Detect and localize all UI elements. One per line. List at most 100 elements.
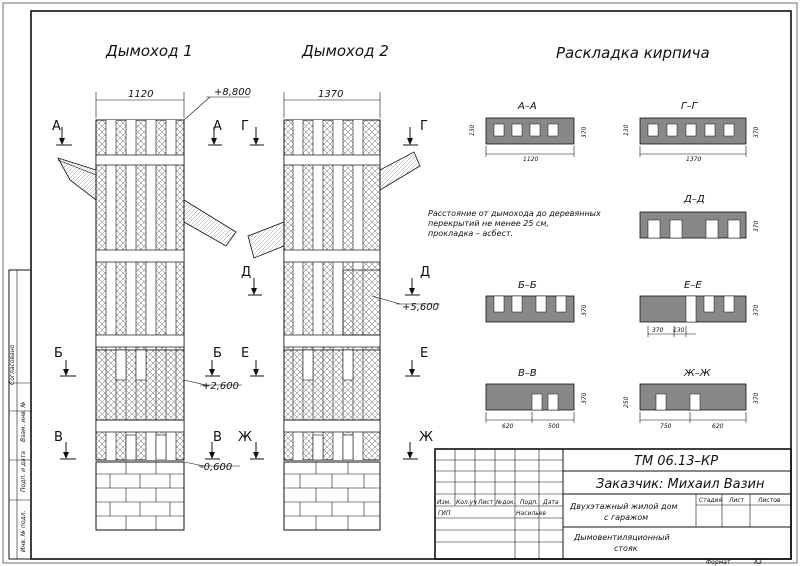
stamp-inv-orig: Инв. № подл. xyxy=(20,511,27,552)
sheet-label: Лист xyxy=(728,497,745,504)
roof-slab-right xyxy=(183,199,237,247)
cut-e-left: Е xyxy=(241,346,264,377)
svg-text:370: 370 xyxy=(581,392,588,404)
svg-text:Б: Б xyxy=(54,346,63,361)
svg-text:Расстояние от дымохода до дере: Расстояние от дымохода до деревянных xyxy=(428,209,601,218)
cut-g-left: Г xyxy=(241,119,264,146)
gip-name: Насильев xyxy=(516,510,546,517)
svg-text:370: 370 xyxy=(652,327,664,334)
svg-text:А: А xyxy=(213,119,222,134)
cut-b-right: Б xyxy=(205,346,222,377)
svg-text:Д: Д xyxy=(241,265,251,280)
cut-zh-right: Ж xyxy=(403,430,433,460)
col-ndok: №док. xyxy=(495,499,516,506)
svg-text:620: 620 xyxy=(712,423,724,430)
svg-text:620: 620 xyxy=(502,423,514,430)
chimney-2: 1370 xyxy=(238,89,440,531)
title-brick-layout: Раскладка кирпича xyxy=(556,44,710,62)
col-izm: Изм. xyxy=(437,499,451,506)
col-koluch: Кол.уч xyxy=(456,499,477,506)
project-line-2: с гаражом xyxy=(604,513,648,522)
svg-text:Б–Б: Б–Б xyxy=(518,280,537,291)
sheet-title-line-2: стояк xyxy=(614,544,638,553)
svg-text:500: 500 xyxy=(548,423,560,430)
svg-text:Д: Д xyxy=(420,265,430,280)
document-code: ТМ 06.13–КР xyxy=(634,454,718,469)
cut-a-right: А xyxy=(208,119,222,146)
elevation-low: +2,600 xyxy=(202,381,239,392)
stamp-inv-sub: Взам. инв. № xyxy=(20,401,27,442)
section-aa: А–А 1120 130 370 xyxy=(469,101,588,163)
chimney-1: 1120 xyxy=(52,87,251,531)
svg-text:перекрытий не менее 25 см,: перекрытий не менее 25 см, xyxy=(428,219,549,228)
cut-zh-left: Ж xyxy=(238,430,264,460)
chimney1-width-dim: 1120 xyxy=(128,89,153,100)
svg-text:130: 130 xyxy=(469,124,476,136)
svg-text:Е: Е xyxy=(420,346,428,361)
sheets-label: Листов xyxy=(757,497,781,504)
svg-text:А: А xyxy=(52,119,61,134)
svg-text:250: 250 xyxy=(623,396,630,408)
format-value: А3 xyxy=(753,559,762,566)
cut-v-left: В xyxy=(54,430,76,460)
svg-text:370: 370 xyxy=(581,126,588,138)
svg-text:Е: Е xyxy=(241,346,249,361)
section-ee: Е–Е 370 130 370 xyxy=(639,280,760,337)
project-line-1: Двухэтажный жилой дом xyxy=(569,502,678,511)
svg-text:370: 370 xyxy=(753,304,760,316)
col-data: Дата xyxy=(542,499,559,506)
svg-text:Е–Е: Е–Е xyxy=(684,280,702,291)
svg-text:Г–Г: Г–Г xyxy=(681,101,699,112)
section-bb: Б–Б 370 xyxy=(485,280,588,323)
svg-text:Ж: Ж xyxy=(419,430,433,445)
col-podp: Подп. xyxy=(520,499,538,506)
svg-text:прокладка – асбест.: прокладка – асбест. xyxy=(428,229,513,238)
stamp-sign-date: Подп. и дата xyxy=(20,451,27,492)
svg-text:Ж–Ж: Ж–Ж xyxy=(683,368,712,379)
svg-text:130: 130 xyxy=(673,327,685,334)
elevation-top: +8,800 xyxy=(214,87,251,98)
sheet-title-line-1: Дымовентиляционный xyxy=(573,533,670,542)
gip-label: ГИП xyxy=(438,510,451,517)
roof-slab-chimney2-right xyxy=(379,151,421,191)
cut-a-left: А xyxy=(52,119,72,146)
chimney2-width-dim: 1370 xyxy=(318,89,343,100)
clearance-note: Расстояние от дымохода до деревянных пер… xyxy=(428,209,601,238)
chimney1-brick-base xyxy=(95,461,185,531)
svg-text:750: 750 xyxy=(660,423,672,430)
svg-text:А–А: А–А xyxy=(517,101,537,112)
svg-text:Г: Г xyxy=(420,119,428,134)
col-list: Лист xyxy=(477,499,494,506)
svg-text:1370: 1370 xyxy=(686,156,701,163)
svg-text:370: 370 xyxy=(753,220,760,232)
svg-text:В–В: В–В xyxy=(518,368,537,379)
customer-name: Заказчик: Михаил Вазин xyxy=(596,477,765,492)
cut-e-right: Е xyxy=(405,346,428,377)
section-dd: Д–Д 370 xyxy=(639,194,760,239)
svg-text:370: 370 xyxy=(753,392,760,404)
elevation-mid: +5,600 xyxy=(402,302,439,313)
title-block: Изм. Кол.уч Лист №док. Подп. Дата ГИП На… xyxy=(434,448,792,560)
cut-g-right: Г xyxy=(403,119,428,146)
side-stamp: Согласовано Взам. инв. № Подп. и дата Ин… xyxy=(8,269,32,560)
section-vv: В–В 620 500 370 xyxy=(485,368,588,430)
svg-text:370: 370 xyxy=(581,304,588,316)
section-zhzh: Ж–Ж 750 620 250 370 xyxy=(623,368,760,430)
svg-text:Б: Б xyxy=(213,346,222,361)
svg-text:Г: Г xyxy=(241,119,249,134)
elevation-bottom: -0,600 xyxy=(200,462,232,473)
roof-slab-left xyxy=(57,157,97,201)
title-chimney-2: Дымоход 2 xyxy=(301,42,389,60)
svg-text:1120: 1120 xyxy=(523,156,538,163)
cut-d-left: Д xyxy=(241,265,262,296)
title-chimney-1: Дымоход 1 xyxy=(105,42,193,60)
svg-text:В: В xyxy=(213,430,222,445)
svg-text:В: В xyxy=(54,430,63,445)
svg-text:Ж: Ж xyxy=(238,430,252,445)
svg-text:130: 130 xyxy=(623,124,630,136)
stamp-agreed: Согласовано xyxy=(9,344,16,385)
section-gg: Г–Г 1370 130 370 xyxy=(623,101,760,163)
svg-text:370: 370 xyxy=(753,126,760,138)
